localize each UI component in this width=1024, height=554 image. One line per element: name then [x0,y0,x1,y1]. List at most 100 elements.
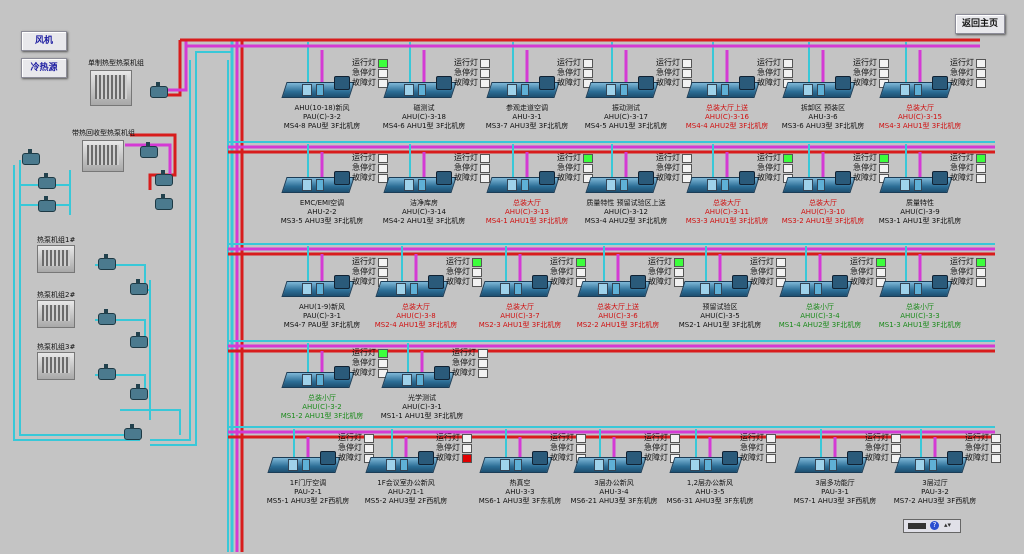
run-lamp-icon [378,153,388,163]
run-lamp-label: 运行灯 [740,433,764,442]
fault-lamp-label: 故障灯 [757,173,781,182]
pump-icon[interactable] [155,194,173,210]
estop-lamp-icon [378,163,388,173]
pump-icon[interactable] [22,149,40,165]
air-handler-icon [281,171,355,195]
pump-icon[interactable] [130,384,148,400]
indicator-panel: 运行灯急停灯故障灯 [951,433,1001,463]
indicator-panel: 运行灯急停灯故障灯 [936,257,986,287]
estop-lamp-icon [378,358,388,368]
pump-icon[interactable] [38,173,56,189]
air-handler-icon [281,76,355,100]
air-handler-icon [381,366,455,390]
run-lamp-icon [378,58,388,68]
scroll-arrows-icon[interactable]: ▴▾ [944,521,952,529]
pump-icon[interactable] [155,170,173,186]
pump-icon[interactable] [98,309,116,325]
unit-area: 3层办公新风 [594,479,634,487]
unit-location: MS3-7 AHU3型 3F北机房 [485,122,569,130]
indicator-panel: 运行灯急停灯故障灯 [726,433,776,463]
unit-code: AHU(C)-3-16 [705,113,749,121]
fan-button[interactable]: 风机 [21,31,67,51]
run-lamp-label: 运行灯 [454,153,478,162]
indicator-panel: 运行灯急停灯故障灯 [432,257,482,287]
run-lamp-icon [472,257,482,267]
pump-icon[interactable] [130,279,148,295]
run-lamp-label: 运行灯 [557,153,581,162]
estop-lamp-icon [776,267,786,277]
estop-lamp-label: 急停灯 [352,358,376,367]
unit-area: 总装大厅 [809,199,837,207]
fault-lamp-label: 故障灯 [648,277,672,286]
pump-icon[interactable] [98,364,116,380]
unit-location: MS4-6 AHU1型 3F北机房 [382,122,466,130]
estop-lamp-icon [583,68,593,78]
estop-lamp-icon [576,443,586,453]
run-lamp-label: 运行灯 [352,58,376,67]
pump-icon[interactable] [130,332,148,348]
unit-code: PAU-3-1 [821,488,849,496]
chiller-unit-icon [82,140,124,172]
pump-icon[interactable] [140,142,158,158]
fault-lamp-icon [480,78,490,88]
help-icon[interactable]: ? [930,521,939,530]
fault-lamp-icon [462,453,472,463]
unit-area: 磁测试 [413,104,435,112]
cold-heat-source-button[interactable]: 冷热源 [21,58,67,78]
air-handler-icon [782,171,856,195]
estop-lamp-icon [976,267,986,277]
run-lamp-label: 运行灯 [648,257,672,266]
run-lamp-label: 运行灯 [644,433,668,442]
pump-icon[interactable] [38,196,56,212]
fault-lamp-label: 故障灯 [950,173,974,182]
pump-icon[interactable] [98,254,116,270]
fault-lamp-label: 故障灯 [750,277,774,286]
fault-lamp-label: 故障灯 [757,78,781,87]
unit-location: MS4-8 PAU型 3F北机房 [283,122,361,130]
unit-area: AHU(1-9)新风 [298,303,346,311]
run-lamp-label: 运行灯 [656,58,680,67]
pump-icon[interactable] [124,424,142,440]
fault-lamp-label: 故障灯 [557,173,581,182]
indicator-panel: 运行灯急停灯故障灯 [936,153,986,183]
unit-location: MS1-2 AHU1型 3F北机房 [280,412,364,420]
chiller-unit-icon [37,352,75,380]
indicator-panel: 运行灯急停灯故障灯 [440,153,490,183]
run-lamp-label: 运行灯 [550,433,574,442]
estop-lamp-label: 急停灯 [557,163,581,172]
return-home-button[interactable]: 返回主页 [955,14,1005,34]
keyboard-icon[interactable] [908,523,926,529]
pump-icon[interactable] [150,82,168,98]
unit-location: MS4-4 AHU2型 3F北机房 [685,122,769,130]
unit-code: AHU-3-1 [512,113,542,121]
unit-code: AHU(C)-3-15 [898,113,942,121]
